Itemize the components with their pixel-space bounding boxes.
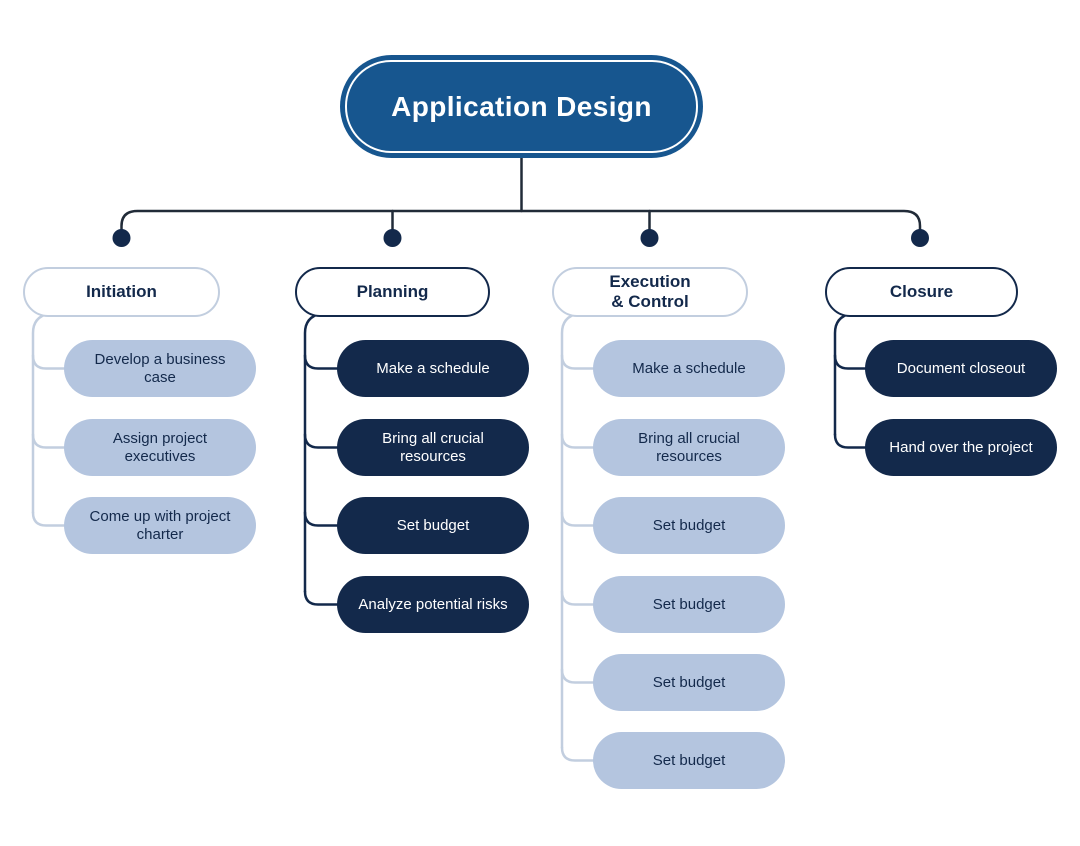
- root-node-label: Application Design: [391, 90, 652, 122]
- task-node[interactable]: Set budget: [593, 576, 785, 633]
- trunk-closure: [833, 312, 853, 436]
- branch-dot-planning: [383, 229, 402, 247]
- task-node[interactable]: Bring all crucial resources: [593, 419, 785, 476]
- branch-dot-execution: [640, 229, 659, 247]
- task-label: Come up with project charter: [89, 507, 231, 543]
- phase-node-planning[interactable]: Planning: [295, 267, 490, 317]
- phase-node-closure[interactable]: Closure: [825, 267, 1018, 317]
- task-node[interactable]: Assign project executives: [64, 419, 256, 476]
- task-node[interactable]: Develop a business case: [64, 340, 256, 397]
- task-label: Set budget: [396, 516, 470, 534]
- task-label: Make a schedule: [376, 359, 490, 377]
- phase-label: Closure: [889, 281, 954, 301]
- task-node[interactable]: Set budget: [337, 497, 529, 554]
- task-label: Make a schedule: [632, 359, 746, 377]
- root-node-ring: Application Design: [345, 60, 698, 153]
- task-node[interactable]: Set budget: [593, 654, 785, 711]
- task-label: Set budget: [652, 673, 726, 691]
- phase-node-execution-control[interactable]: Execution & Control: [552, 267, 748, 317]
- task-node[interactable]: Make a schedule: [337, 340, 529, 397]
- task-label: Bring all crucial resources: [382, 429, 484, 465]
- branch-dot-closure: [911, 229, 929, 247]
- task-node[interactable]: Make a schedule: [593, 340, 785, 397]
- branch-rail-line: [120, 209, 922, 232]
- task-label: Bring all crucial resources: [638, 429, 740, 465]
- phase-label: Initiation: [86, 281, 157, 301]
- task-node[interactable]: Document closeout: [865, 340, 1057, 397]
- task-label: Develop a business case: [94, 350, 226, 386]
- task-label: Set budget: [652, 595, 726, 613]
- task-node[interactable]: Analyze potential risks: [337, 576, 529, 633]
- branch-dot-initiation: [112, 229, 131, 247]
- task-label: Analyze potential risks: [358, 595, 508, 613]
- task-node[interactable]: Come up with project charter: [64, 497, 256, 554]
- trunk-planning: [303, 312, 323, 593]
- task-label: Document closeout: [896, 359, 1026, 377]
- phase-label: Planning: [356, 281, 429, 301]
- task-node[interactable]: Hand over the project: [865, 419, 1057, 476]
- task-label: Hand over the project: [889, 438, 1033, 456]
- root-node[interactable]: Application Design: [340, 55, 703, 158]
- task-label: Set budget: [652, 516, 726, 534]
- phase-label: Execution & Control: [609, 271, 691, 311]
- task-node[interactable]: Bring all crucial resources: [337, 419, 529, 476]
- task-label: Set budget: [652, 751, 726, 769]
- trunk-initiation: [31, 312, 51, 514]
- task-node[interactable]: Set budget: [593, 497, 785, 554]
- task-label: Assign project executives: [112, 429, 208, 465]
- task-node[interactable]: Set budget: [593, 732, 785, 789]
- phase-node-initiation[interactable]: Initiation: [23, 267, 220, 317]
